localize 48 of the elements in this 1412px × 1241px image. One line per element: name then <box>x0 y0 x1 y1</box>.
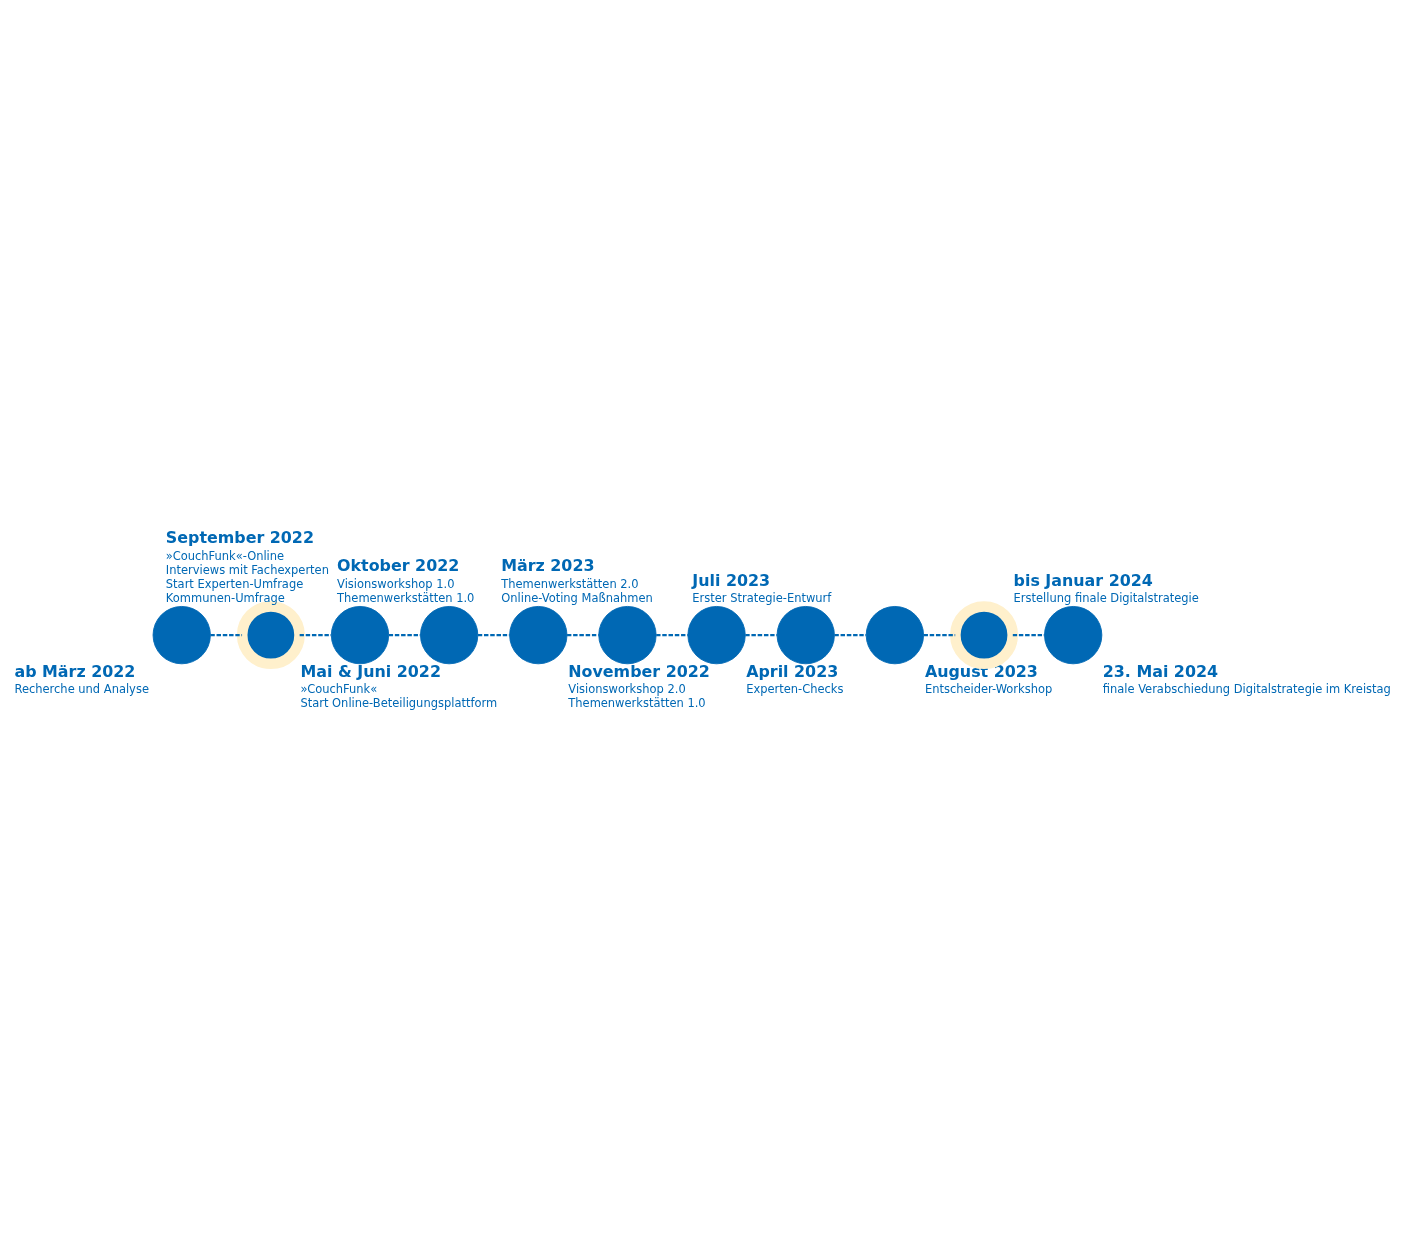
node-label: Themenwerkstätten 1.0 <box>568 695 706 710</box>
node-label: Visionsworkshop 1.0 <box>337 576 455 591</box>
node-label: Recherche und Analyse <box>14 681 149 696</box>
node-label: Start Experten-Umfrage <box>165 576 304 591</box>
node-label: Themenwerkstätten 1.0 <box>337 590 475 605</box>
connector <box>923 633 956 636</box>
node-circle <box>330 605 390 664</box>
node-label: Oktober 2022 <box>337 555 460 575</box>
node-label: Erster Strategie-Entwurf <box>692 590 832 605</box>
node-label: Erstellung finale Digitalstrategie <box>1013 590 1199 605</box>
node-label: April 2023 <box>746 661 839 681</box>
node-label: Interviews mit Fachexperten <box>165 562 329 577</box>
node-circle <box>598 605 657 664</box>
node-label: Entscheider-Workshop <box>924 681 1053 696</box>
node-label: »CouchFunk«-Online <box>165 548 285 563</box>
connector <box>567 633 599 636</box>
connector <box>477 633 510 636</box>
node-label: März 2023 <box>501 555 595 575</box>
node-label: Themenwerkstätten 2.0 <box>501 576 639 591</box>
node-label: Start Online-Beteiligungsplattform <box>300 695 498 710</box>
node-circle <box>776 605 835 664</box>
connector <box>210 633 243 636</box>
node-label: Mai & Juni 2022 <box>300 661 441 681</box>
node-label: ab März 2022 <box>14 661 136 681</box>
connector <box>745 633 777 636</box>
connector <box>1012 633 1045 636</box>
node-label: »CouchFunk« <box>300 681 378 696</box>
node-label: Visionsworkshop 2.0 <box>568 681 686 696</box>
connector <box>834 633 867 636</box>
node-label: 23. Mai 2024 <box>1102 661 1219 681</box>
connector <box>299 633 332 636</box>
node-label: Juli 2023 <box>692 570 771 590</box>
node-circle <box>865 605 924 664</box>
node-label: Kommunen-Umfrage <box>165 590 285 605</box>
node-label: August 2023 <box>924 661 1038 681</box>
node-circle <box>509 605 568 664</box>
connector <box>388 633 421 636</box>
node-label: Experten-Checks <box>746 681 844 696</box>
node-circle <box>420 605 479 664</box>
node-label: September 2022 <box>165 527 314 547</box>
connector <box>656 633 688 636</box>
node-circle <box>152 605 211 664</box>
node-label: November 2022 <box>568 661 710 681</box>
node-circle <box>687 605 746 664</box>
node-label: Online-Voting Maßnahmen <box>501 590 653 605</box>
node-label: finale Verabschiedung Digitalstrategie im Kreistag <box>1102 681 1391 696</box>
node-label: bis Januar 2024 <box>1013 570 1153 590</box>
node-circle <box>1044 605 1103 664</box>
